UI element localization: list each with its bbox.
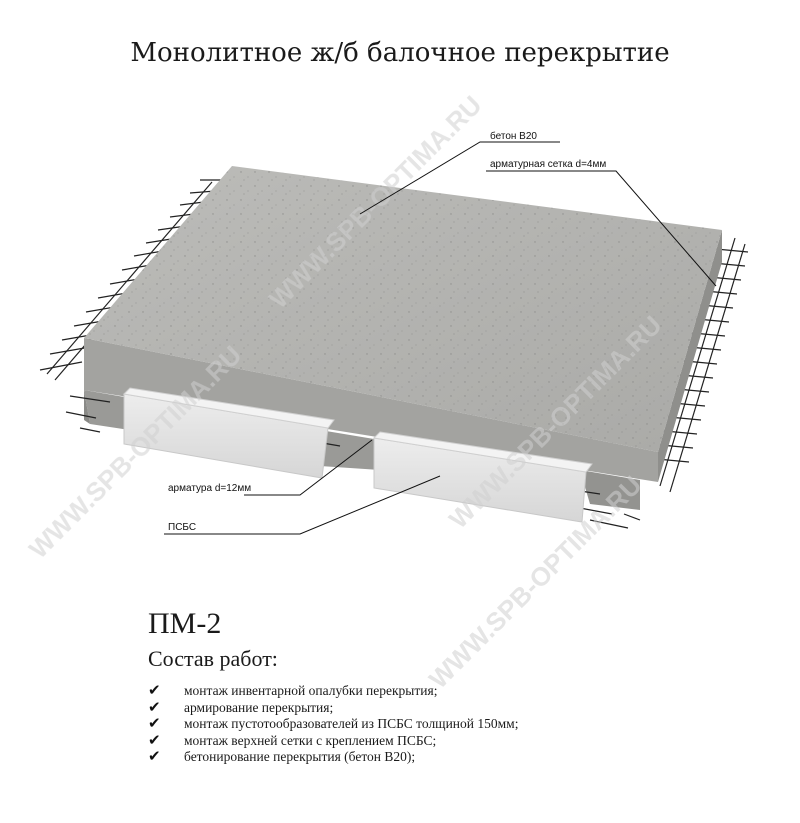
works-item-text: монтаж верхней сетки с креплением ПСБС; <box>184 732 437 748</box>
product-code: ПМ-2 <box>148 607 222 640</box>
works-list: ✔ монтаж инвентарной опалубки перекрытия;… <box>148 683 518 766</box>
works-item-text: монтаж инвентарной опалубки перекрытия; <box>184 683 438 698</box>
works-item: ✔ армирование перекрытия; <box>148 700 518 717</box>
works-item-text: бетонирование перекрытия (бетон В20); <box>184 749 416 764</box>
works-item: ✔ монтаж верхней сетки с креплением ПСБС; <box>148 733 518 750</box>
label-concrete: бетон В20 <box>490 130 537 142</box>
label-rebar: арматура d=12мм <box>168 483 251 494</box>
works-item: ✔ монтаж инвентарной опалубки перекрытия; <box>148 683 518 700</box>
works-item-text: монтаж пустотообразователей из ПСБС толщ… <box>184 716 519 731</box>
label-mesh: арматурная сетка d=4мм <box>490 159 606 170</box>
check-icon: ✔ <box>148 716 161 732</box>
check-icon: ✔ <box>148 749 161 765</box>
check-icon: ✔ <box>148 699 161 716</box>
works-item: ✔ монтаж пустотообразователей из ПСБС тол… <box>148 716 518 733</box>
check-icon: ✔ <box>148 683 161 699</box>
foam-blocks <box>122 387 593 523</box>
works-item-text: армирование перекрытия; <box>184 699 334 715</box>
label-foam: ПСБС <box>168 522 196 533</box>
page-title: Монолитное ж/б балочное перекрытие <box>130 38 670 68</box>
concrete-slab <box>84 166 722 510</box>
mesh-right <box>645 237 749 493</box>
leader-lines <box>164 141 717 535</box>
works-title: Состав работ: <box>148 646 278 671</box>
works-item: ✔ бетонирование перекрытия (бетон В20); <box>148 749 518 766</box>
check-icon: ✔ <box>148 732 161 749</box>
